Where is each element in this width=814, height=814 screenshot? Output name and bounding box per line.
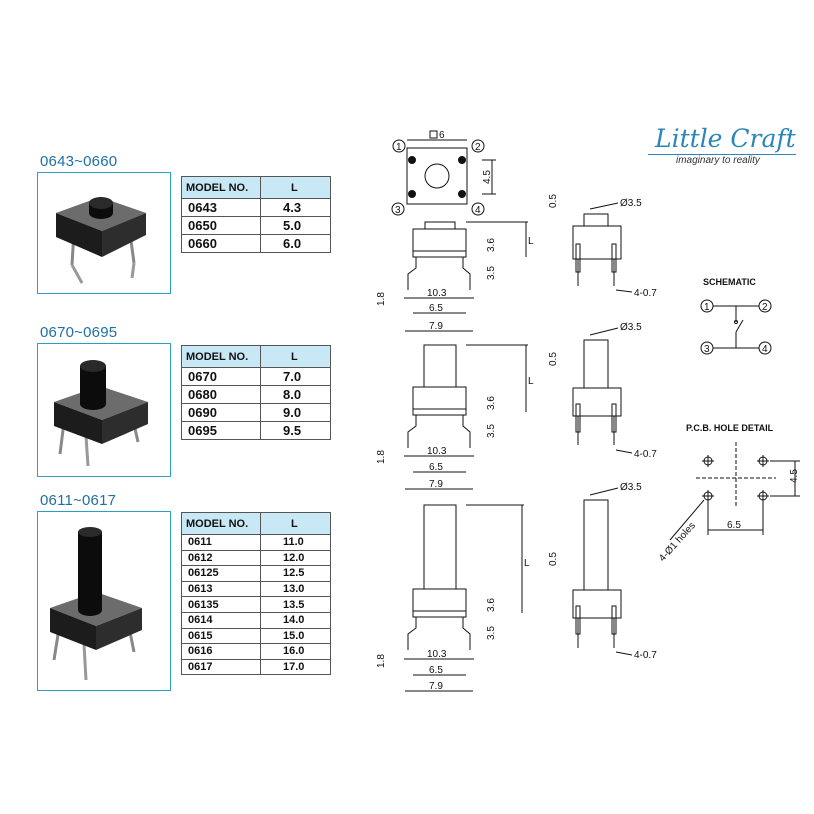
svg-text:0.5: 0.5 xyxy=(548,352,559,366)
dim-top-size: 6 xyxy=(439,130,445,141)
header-l: L xyxy=(260,176,331,199)
svg-text:1: 1 xyxy=(704,302,710,313)
pin-marker-1 xyxy=(392,139,406,153)
svg-text:L: L xyxy=(528,376,534,387)
switch-photo-medium xyxy=(37,343,171,477)
svg-text:4.5: 4.5 xyxy=(789,469,800,483)
svg-text:4-0.7: 4-0.7 xyxy=(634,449,657,460)
svg-text:4: 4 xyxy=(762,344,768,355)
front-view-3: Ø3.5 0.5 4-0.7 xyxy=(548,482,657,661)
side-view-3: L 3.6 3.5 1.8 10.3 6.5 7.9 xyxy=(376,504,530,692)
svg-text:4-Ø1 holes: 4-Ø1 holes xyxy=(657,520,698,564)
tact-switch-tall-image xyxy=(50,527,142,681)
pin-marker-4 xyxy=(471,202,485,216)
svg-text:6.5: 6.5 xyxy=(429,303,443,314)
dim-top-height: 4.5 xyxy=(482,170,493,184)
svg-text:10.3: 10.3 xyxy=(427,649,447,660)
header-l: L xyxy=(260,345,331,368)
header-model: MODEL NO. xyxy=(181,345,261,368)
front-view-1: Ø3.5 0.5 4-0.7 xyxy=(548,194,657,299)
svg-text:L: L xyxy=(528,236,534,247)
svg-text:3.5: 3.5 xyxy=(486,626,497,640)
logo-title: Little Craft xyxy=(655,124,796,153)
svg-text:4-0.7: 4-0.7 xyxy=(634,650,657,661)
svg-text:1.8: 1.8 xyxy=(376,450,387,464)
svg-text:3.6: 3.6 xyxy=(486,238,497,252)
svg-text:6.5: 6.5 xyxy=(727,520,741,531)
pin-marker-2 xyxy=(471,139,485,153)
svg-text:0.5: 0.5 xyxy=(548,552,559,566)
svg-text:3: 3 xyxy=(704,344,710,355)
svg-text:3.6: 3.6 xyxy=(486,396,497,410)
logo-underline xyxy=(648,154,796,155)
svg-text:4: 4 xyxy=(475,205,481,216)
svg-text:7.9: 7.9 xyxy=(429,321,443,332)
front-view-2: Ø3.5 0.5 4-0.7 xyxy=(548,322,657,460)
svg-text:3: 3 xyxy=(395,205,401,216)
svg-text:6.5: 6.5 xyxy=(429,462,443,473)
group-title-2: 0670~0695 xyxy=(40,324,118,341)
svg-text:Ø3.5: Ø3.5 xyxy=(620,322,642,333)
svg-text:Ø3.5: Ø3.5 xyxy=(620,482,642,493)
top-view-body xyxy=(406,147,468,205)
header-l: L xyxy=(260,512,331,535)
svg-text:L: L xyxy=(524,558,530,569)
svg-text:10.3: 10.3 xyxy=(427,446,447,457)
svg-text:0.5: 0.5 xyxy=(548,194,559,208)
tact-switch-short-image xyxy=(56,197,146,284)
svg-text:4-0.7: 4-0.7 xyxy=(634,288,657,299)
svg-text:P.C.B. HOLE DETAIL: P.C.B. HOLE DETAIL xyxy=(686,423,774,433)
side-view-2: L 3.6 3.5 1.8 10.3 6.5 7.9 xyxy=(376,344,534,490)
top-view: 6 1 2 3 4 4.5 xyxy=(391,130,496,216)
svg-text:1.8: 1.8 xyxy=(376,654,387,668)
svg-text:2: 2 xyxy=(475,142,481,153)
svg-text:7.9: 7.9 xyxy=(429,479,443,490)
logo-subtitle: imaginary to reality xyxy=(676,155,760,166)
svg-text:3.6: 3.6 xyxy=(486,598,497,612)
svg-text:1.8: 1.8 xyxy=(376,292,387,306)
svg-text:6.5: 6.5 xyxy=(429,665,443,676)
side-view-1: L 3.6 3.5 1.8 10.3 6.5 7.9 xyxy=(376,221,534,332)
svg-text:3.5: 3.5 xyxy=(486,266,497,280)
svg-text:7.9: 7.9 xyxy=(429,681,443,692)
svg-text:SCHEMATIC: SCHEMATIC xyxy=(703,277,756,287)
square-symbol xyxy=(429,130,438,139)
pin-marker-3 xyxy=(391,202,405,216)
group-title-1: 0643~0660 xyxy=(40,153,118,170)
tact-switch-medium-image xyxy=(54,360,148,467)
svg-text:Ø3.5: Ø3.5 xyxy=(620,198,642,209)
group-title-3: 0611~0617 xyxy=(40,492,117,509)
svg-text:1: 1 xyxy=(396,142,402,153)
top-view-actuator xyxy=(424,163,450,189)
schematic: SCHEMATIC 1 2 3 4 xyxy=(700,277,772,355)
pcb-hole-detail: P.C.B. HOLE DETAIL 4.5 6.5 4-Ø1 holes xyxy=(657,423,800,564)
header-model: MODEL NO. xyxy=(181,512,261,535)
svg-text:3.5: 3.5 xyxy=(486,424,497,438)
switch-photo-tall xyxy=(37,511,171,691)
svg-text:2: 2 xyxy=(762,302,768,313)
svg-text:10.3: 10.3 xyxy=(427,288,447,299)
switch-photo-short xyxy=(37,172,171,294)
